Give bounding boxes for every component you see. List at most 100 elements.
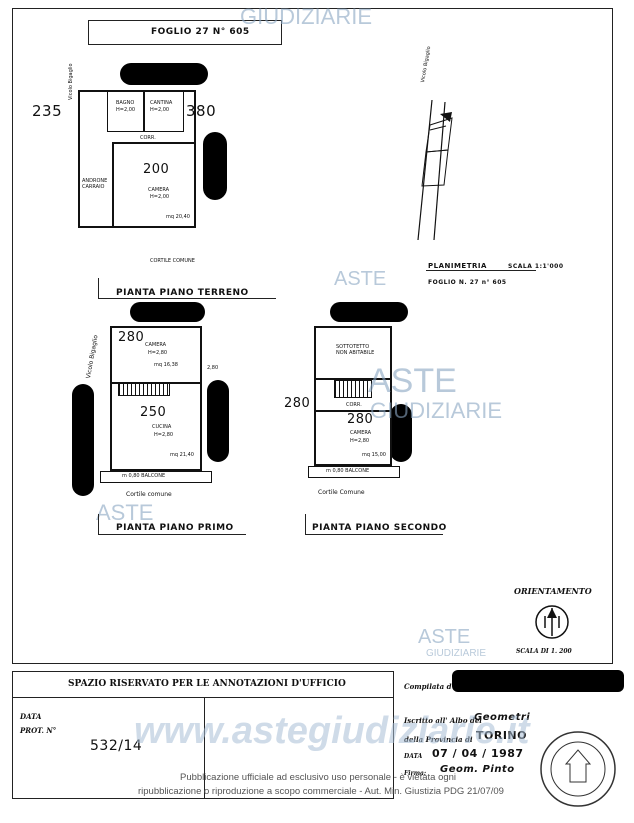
second-stair: [334, 380, 372, 398]
planimetria-underline: [426, 270, 536, 271]
ground-camera-label: CAMERA: [148, 187, 170, 193]
compiler-label: Compilata d: [404, 682, 452, 691]
ground-courtyard-label: CORTILE COMUNE: [150, 258, 195, 264]
ground-androne-wall: [112, 142, 114, 228]
first-balcony-label: m 0,80 BALCONE: [122, 473, 166, 479]
ground-bagno: [107, 90, 144, 132]
orientamento-scale: SCALA DI 1. 200: [516, 648, 572, 655]
first-stair-wall: [118, 382, 170, 396]
watermark-giudiziarie-4: GIUDIZIARIE: [426, 648, 487, 659]
first-camera-h: H=2,80: [148, 350, 168, 356]
ground-dim-left: 235: [32, 102, 63, 120]
planimetria-sketch: [417, 99, 453, 241]
redaction-first-top: [130, 302, 205, 322]
second-dim-room: 280: [347, 412, 374, 427]
second-plan-outline: [314, 326, 392, 466]
foglio-header-box: FOGLIO 27 N° 605: [88, 20, 282, 45]
ground-label-line: [98, 298, 276, 299]
redaction-compiler: [452, 670, 624, 692]
compiler-iscritto: Iscritto all' Albo dei: [404, 716, 482, 725]
office-data-label: DATA: [20, 712, 42, 721]
first-floor-label: PIANTA PIANO PRIMO: [116, 523, 234, 533]
second-camera-area: mq 15,00: [362, 452, 386, 458]
first-label-line: [98, 534, 246, 535]
office-prot-value: 532/14: [90, 738, 143, 754]
second-corr-label: CORR.: [346, 402, 362, 408]
first-cucina-area: mq 21,40: [170, 452, 194, 458]
compiler-data-label: DATA: [404, 753, 423, 760]
second-balcony: [308, 466, 400, 478]
footer-line-2: ripubblicazione o riproduzione a scopo c…: [138, 786, 504, 797]
compiler-provincia: TORINO: [476, 729, 527, 742]
planimetria-foglio: FOGLIO N. 27 n° 605: [428, 279, 507, 286]
watermark-top: GIUDIZIARIE: [240, 4, 373, 29]
ground-camera-h: H=2,00: [150, 194, 170, 200]
second-label-arrow: [305, 514, 306, 534]
compiler-firma-label: Firma:: [404, 770, 427, 777]
second-balcony-label: m 0,80 BALCONE: [326, 468, 370, 474]
second-divider-bottom: [314, 410, 392, 412]
second-camera-h: H=2,80: [350, 438, 370, 444]
redaction-first-right: [207, 380, 229, 462]
first-balcony: [100, 471, 212, 483]
orientamento-label: ORIENTAMENTO: [514, 586, 592, 596]
ground-dim-right: 380: [186, 102, 217, 120]
watermark-aste-4: ASTE: [418, 626, 471, 648]
second-courtyard-label: Cortile Comune: [318, 489, 365, 496]
ground-camera-area: mq 20,40: [166, 214, 190, 220]
ground-street-label: Vicolo Bigaglio: [68, 63, 74, 100]
first-courtyard-label: Cortile comune: [126, 491, 172, 498]
first-cucina-label: CUCINA: [152, 424, 172, 430]
watermark-aste-2: ASTE: [96, 500, 154, 525]
ground-label-arrow: [98, 278, 99, 298]
compiler-data: 07 / 04 / 1987: [432, 747, 524, 760]
office-prot-label: PROT. N°: [20, 726, 57, 735]
watermark-aste-1: ASTE: [334, 268, 387, 290]
second-sottotetto-label: SOTTOTETTO NON ABITABILE: [336, 344, 375, 356]
first-label-arrow: [98, 514, 99, 534]
compiler-albo: Geometri: [474, 712, 531, 723]
first-dim-side: 2,80: [207, 365, 219, 371]
redaction-second-top: [330, 302, 408, 322]
office-box-vline: [204, 697, 205, 799]
first-cucina-h: H=2,80: [154, 432, 174, 438]
office-box-title: SPAZIO RISERVATO PER LE ANNOTAZIONI D'UF…: [68, 679, 346, 689]
footer-line-1: Pubblicazione ufficiale ad esclusivo uso…: [180, 772, 457, 783]
ground-cantina-h: H=2,00: [150, 107, 170, 113]
second-divider-top: [314, 378, 392, 380]
second-label-line: [305, 534, 443, 535]
north-arrow-icon: [535, 605, 569, 639]
redaction-first-left: [72, 384, 94, 496]
second-camera-label: CAMERA: [350, 430, 372, 436]
planimetria-scale: SCALA 1:1'000: [508, 263, 564, 270]
compiler-provincia-label: della Provincia di: [404, 735, 473, 744]
first-dim-top: 280: [118, 330, 145, 345]
first-camera-area: mq 16,38: [154, 362, 178, 368]
first-camera-label: CAMERA: [145, 342, 167, 348]
ground-cantina: [144, 90, 184, 132]
redaction-ground-right: [203, 132, 227, 200]
watermark-site: www.astegiudiziarie.it: [134, 710, 530, 752]
redaction-second-right: [390, 404, 412, 462]
drawing-frame: [12, 8, 613, 664]
ground-bagno-label: BAGNO: [116, 100, 135, 106]
planimetria-title: PLANIMETRIA: [428, 262, 487, 270]
watermark-aste-3: ASTE: [368, 362, 457, 400]
ground-plan-outline: [78, 90, 196, 228]
ground-androne-label: ANDRONE CARRAIO: [82, 178, 108, 190]
ground-bagno-h: H=2,00: [116, 107, 136, 113]
compiler-firma: Geom. Pinto: [440, 764, 515, 775]
ground-cantina-label: CANTINA: [150, 100, 173, 106]
office-box: [12, 671, 394, 799]
foglio-header: FOGLIO 27 N° 605: [151, 27, 250, 37]
ground-corr-label: CORR.: [140, 135, 156, 141]
ground-dim-height: 200: [143, 162, 170, 177]
second-dim-left: 280: [284, 396, 311, 411]
office-box-title-line: [12, 697, 394, 698]
first-plan-outline: [110, 326, 202, 471]
watermark-giudiziarie-3: GIUDIZIARIE: [370, 398, 503, 423]
second-floor-label: PIANTA PIANO SECONDO: [312, 523, 447, 533]
first-dim-room: 250: [140, 405, 167, 420]
ground-divider: [112, 142, 196, 144]
geometri-stamp: [540, 731, 616, 807]
